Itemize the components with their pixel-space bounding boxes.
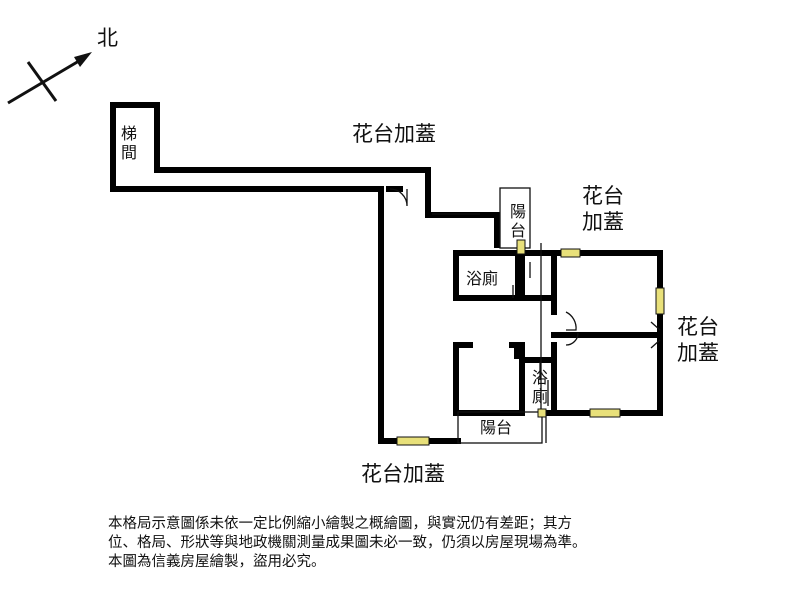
window-bottom xyxy=(589,408,621,418)
window-balcony xyxy=(516,239,526,255)
annotation-bottom-extension: 花台加蓋 xyxy=(361,462,445,486)
room-label-bath-left: 浴廁 xyxy=(466,269,499,288)
thin-lines xyxy=(389,187,661,444)
room-label-stairwell: 梯間 xyxy=(118,125,137,163)
north-arrow-icon xyxy=(7,52,92,105)
room-label-bath-right: 浴廁 xyxy=(529,369,548,407)
annotation-right-mid-extension: 花台加蓋 xyxy=(677,315,719,366)
disclaimer-line: 本圖為信義房屋繪製，盜用必究。 xyxy=(108,554,326,570)
disclaimer-line: 本格局示意圖係未依一定比例縮小繪製之概繪圖，與實況仍有差距；其方 xyxy=(108,516,572,532)
room-label-balcony-upper: 陽台 xyxy=(507,203,526,241)
north-label: 北 xyxy=(97,26,118,50)
exterior-walls xyxy=(110,102,663,444)
annotation-right-upper-extension: 花台加蓋 xyxy=(582,184,624,235)
window-bottom-left xyxy=(396,436,430,446)
window-right xyxy=(655,287,665,315)
disclaimer-line: 位、格局、形狀等與地政機關測量成果圖未必一致，仍須以房屋現場為準。 xyxy=(108,535,587,551)
window-top xyxy=(560,248,581,258)
annotation-top-extension: 花台加蓋 xyxy=(352,122,436,146)
room-label-balcony-lower: 陽台 xyxy=(480,418,513,437)
window-bath xyxy=(537,408,547,418)
window-markers xyxy=(396,239,665,446)
disclaimer-text: 本格局示意圖係未依一定比例縮小繪製之概繪圖，與實況仍有差距；其方 位、格局、形狀… xyxy=(108,515,792,572)
